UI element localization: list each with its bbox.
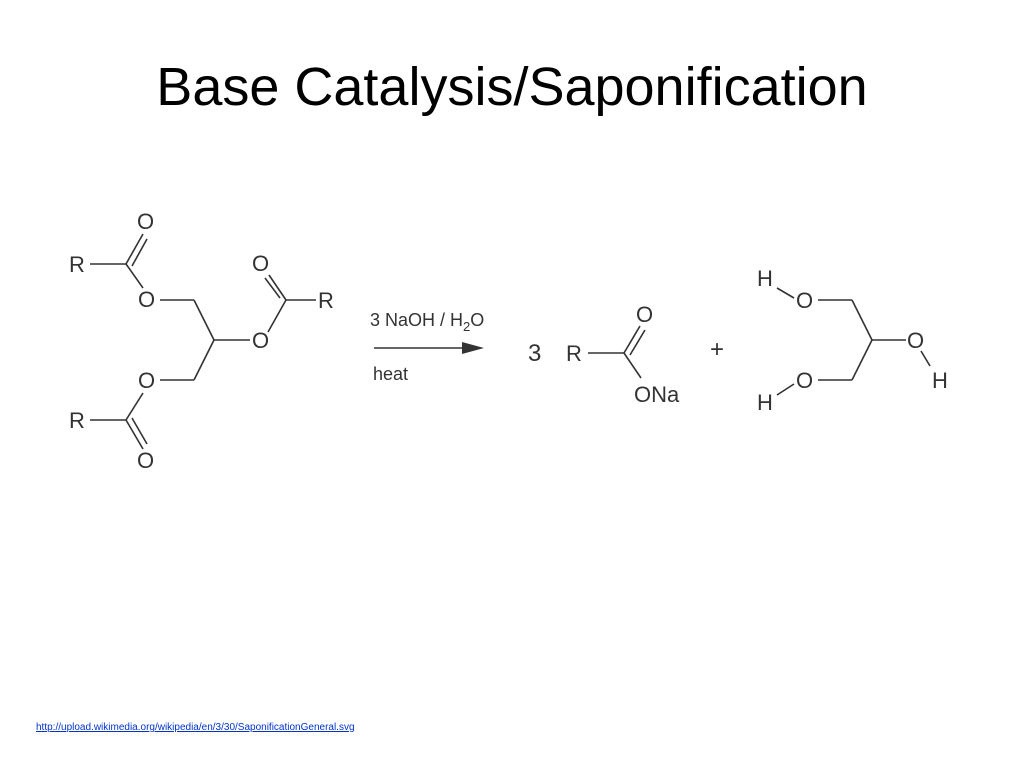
atom-o-bottom: O: [796, 368, 813, 393]
bond: [776, 383, 795, 396]
bond-double-2: [131, 238, 148, 267]
bond: [851, 339, 873, 381]
bond: [776, 287, 795, 299]
atom-o-top: O: [796, 288, 813, 313]
slide-title: Base Catalysis/Saponification: [156, 57, 868, 117]
heat-label: heat: [373, 364, 408, 384]
bond: [267, 299, 287, 333]
atom-r-right: R: [318, 288, 334, 313]
bond-double-1: [125, 233, 144, 265]
atom-h-bottom: H: [757, 390, 773, 415]
atom-o-top-carbonyl: O: [137, 209, 154, 234]
atom-o-bottom-ester: O: [138, 368, 155, 393]
atom-h-mid: H: [932, 368, 948, 393]
bond-double-2: [629, 329, 646, 356]
atom-o-mid-carbonyl: O: [252, 251, 269, 276]
bond: [125, 263, 144, 289]
product-coefficient: 3: [528, 340, 541, 367]
bond: [125, 392, 144, 421]
bond: [193, 299, 215, 341]
atom-h-top: H: [757, 266, 773, 291]
bond-double-2: [131, 417, 148, 445]
glycerol-molecule: H O O H O H: [757, 266, 948, 415]
bond-double-1: [623, 325, 641, 354]
plus-sign: +: [710, 336, 724, 363]
atom-o-mid: O: [907, 328, 924, 353]
bond: [193, 339, 215, 381]
bond-double-2: [264, 277, 281, 299]
atom-o-top-ester: O: [138, 287, 155, 312]
soap-product: 3 R O ONa: [528, 302, 680, 407]
atom-r-soap: R: [566, 341, 582, 366]
bond: [623, 352, 642, 379]
atom-ona: ONa: [634, 382, 680, 407]
reaction-arrow-head: [462, 342, 484, 354]
atom-o-mid-ester: O: [252, 328, 269, 353]
atom-r-top: R: [69, 252, 85, 277]
bond: [851, 299, 873, 341]
reagent-label: 3 NaOH / H2O: [370, 310, 484, 334]
triglyceride-molecule: R O O O O R O R O: [69, 209, 334, 473]
bond-double-1: [125, 419, 144, 450]
reaction-conditions: 3 NaOH / H2O heat: [370, 310, 484, 384]
source-link[interactable]: http://upload.wikimedia.org/wikipedia/en…: [36, 722, 355, 733]
bond: [920, 350, 931, 367]
bond-double-1: [268, 274, 287, 301]
atom-r-bottom: R: [69, 408, 85, 433]
atom-o-bottom-carbonyl: O: [137, 448, 154, 473]
atom-o-soap-carbonyl: O: [636, 302, 653, 327]
